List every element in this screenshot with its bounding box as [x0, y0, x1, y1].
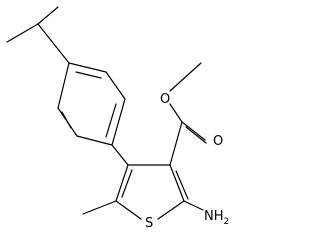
amine-substituent	[183, 200, 204, 211]
bond	[169, 121, 183, 166]
bond	[169, 62, 202, 92]
aryl-thiophene-bond	[111, 144, 129, 166]
aromatic-inner-bond	[75, 71, 102, 79]
isopropyl-group	[6, 6, 70, 64]
carbonyl-double-bond	[185, 126, 207, 144]
amine-label: NH2	[204, 209, 229, 227]
bond	[105, 71, 126, 100]
carbonyl-oxygen-label: O	[213, 134, 223, 149]
amine-subscript: 2	[224, 217, 230, 227]
thiophene-double-bond	[175, 170, 189, 200]
structure-canvas: O O NH2 S	[6, 6, 230, 231]
bond	[6, 23, 39, 43]
sulfur-label: S	[145, 216, 153, 231]
chemical-structure-diagram: O O NH2 S	[6, 6, 229, 231]
amine-text: NH	[204, 209, 224, 224]
phenyl-ring	[57, 62, 126, 146]
thiophene-double-bond	[121, 169, 133, 198]
bond	[37, 6, 59, 25]
bond	[68, 62, 107, 73]
bond	[183, 200, 204, 211]
thiophene-ring	[115, 164, 189, 220]
bond	[157, 200, 185, 220]
methyl-substituent	[82, 200, 117, 215]
bond	[82, 200, 117, 215]
bond	[111, 98, 126, 146]
bond	[169, 164, 185, 202]
bond	[181, 121, 206, 141]
bond	[115, 200, 142, 220]
bond	[76, 135, 113, 146]
bond	[37, 23, 70, 64]
bond	[169, 103, 183, 123]
aromatic-inner-bond	[105, 103, 117, 138]
aromatic-inner-bond	[61, 111, 72, 129]
methyl-ester-group	[169, 62, 207, 166]
bond	[115, 164, 129, 202]
ester-oxygen-label: O	[160, 92, 170, 107]
bond	[57, 62, 70, 109]
